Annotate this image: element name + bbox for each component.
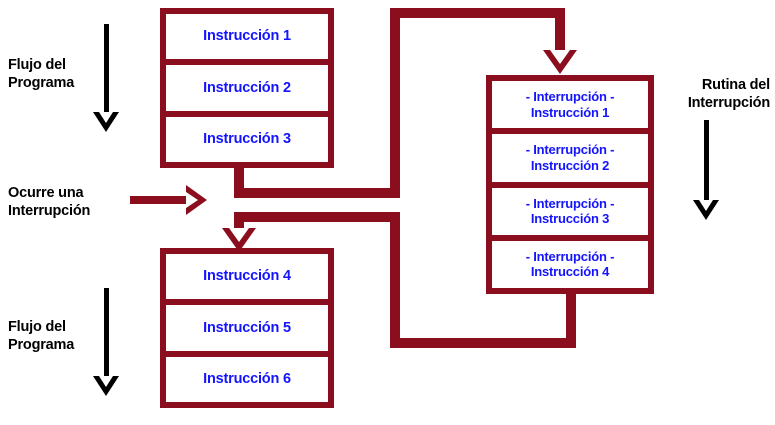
interrupt-instruction-cell: - Interrupción - Instrucción 2	[492, 134, 648, 182]
instruction-cell: Instrucción 4	[166, 254, 328, 300]
interrupt-instruction-cell: - Interrupción - Instrucción 1	[492, 81, 648, 129]
connector-return-descender	[234, 212, 244, 240]
label-line1: Ocurre una	[8, 185, 84, 201]
routine-arrow-shaft	[704, 120, 709, 204]
main-program-top-stack: Instrucción 1 Instrucción 2 Instrucción …	[160, 8, 334, 168]
label-ocurre-interrupcion: Ocurre una Interrupción	[8, 184, 90, 220]
label-line2: Interrupción	[687, 95, 770, 112]
label-flujo-programa-top: Flujo del Programa	[8, 56, 74, 92]
interrupt-instruction-cell: - Interrupción - Instrucción 4	[492, 240, 648, 288]
instruction-label-line1: Instrucción 4	[203, 268, 291, 285]
label-rutina-interrupcion: Rutina del Interrupción	[660, 76, 770, 112]
interrupt-label-line2: Instrucción 3	[530, 211, 610, 227]
connector-return-riser	[390, 212, 400, 348]
connector-enter-horizontal	[234, 188, 400, 198]
label-line2: Programa	[8, 337, 75, 354]
interrupt-label-line2: Instrucción 4	[530, 264, 610, 280]
flow-arrow-bottom-shaft	[104, 288, 109, 380]
label-line2: Programa	[8, 75, 75, 92]
instruction-cell: Instrucción 5	[166, 305, 328, 351]
instruction-label-line1: Instrucción 6	[203, 370, 291, 387]
label-line2: Interrupción	[8, 203, 91, 220]
label-flujo-programa-bottom: Flujo del Programa	[8, 318, 74, 354]
connector-return-horizontal	[234, 212, 400, 222]
instruction-label-line1: Instrucción 5	[203, 319, 291, 336]
connector-enter-riser	[390, 8, 400, 198]
instruction-label-line1: Instrucción 1	[203, 28, 291, 45]
connector-enter-vertical-stub	[234, 166, 244, 198]
interrupt-event-arrow-shaft	[130, 196, 192, 204]
interrupt-event-arrow-head	[186, 185, 207, 215]
connector-enter-descender	[555, 8, 565, 53]
interrupt-label-line1: - Interrupción -	[525, 89, 615, 105]
instruction-cell: Instrucción 1	[166, 14, 328, 60]
routine-arrow-head	[693, 200, 719, 220]
flow-arrow-top-shaft	[104, 24, 109, 116]
interrupt-label-line1: - Interrupción -	[525, 248, 615, 264]
arrow-head-into-interrupt	[543, 50, 577, 74]
main-program-bottom-stack: Instrucción 4 Instrucción 5 Instrucción …	[160, 248, 334, 408]
instruction-label-line1: Instrucción 2	[203, 79, 291, 96]
interrupt-instruction-cell: - Interrupción - Instrucción 3	[492, 187, 648, 235]
instruction-label-line1: Instrucción 3	[203, 130, 291, 147]
connector-enter-top	[390, 8, 565, 18]
label-line1: Flujo del	[8, 57, 66, 73]
flow-arrow-top-head	[93, 112, 119, 132]
interrupt-label-line2: Instrucción 2	[530, 157, 610, 173]
interrupt-label-line1: - Interrupción -	[525, 195, 615, 211]
instruction-cell: Instrucción 2	[166, 65, 328, 111]
label-line1: Flujo del	[8, 319, 66, 335]
label-line1: Rutina del	[701, 77, 770, 93]
flow-arrow-bottom-head	[93, 376, 119, 396]
connector-return-bottom	[390, 338, 576, 348]
interrupt-routine-stack: - Interrupción - Instrucción 1 - Interru…	[486, 75, 654, 294]
interrupt-label-line1: - Interrupción -	[525, 142, 615, 158]
connector-return-stub	[566, 290, 576, 348]
instruction-cell: Instrucción 3	[166, 116, 328, 162]
instruction-cell: Instrucción 6	[166, 356, 328, 402]
interrupt-label-line2: Instrucción 1	[530, 104, 610, 120]
